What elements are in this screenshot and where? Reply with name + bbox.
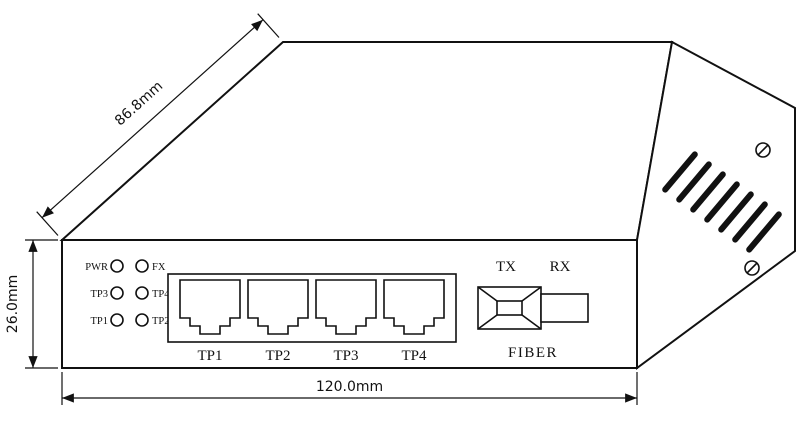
vent-slot-icon xyxy=(718,191,754,233)
witness-line xyxy=(36,211,59,236)
rj45-port-group xyxy=(167,273,457,343)
led-tp1-icon xyxy=(110,313,124,327)
vent-slot-icon xyxy=(704,181,740,223)
led-label-tp4: TP4 xyxy=(152,289,170,300)
led-label-pwr: PWR xyxy=(85,262,108,273)
chassis-top-face xyxy=(59,41,674,241)
vent-slots xyxy=(662,151,782,253)
led-label-tp1: TP1 xyxy=(90,316,108,327)
led-tp3-icon xyxy=(110,286,124,300)
fiber-connector: TX RX FIBER xyxy=(477,259,589,361)
rj45-port-2 xyxy=(247,279,309,335)
witness-line xyxy=(257,13,280,38)
screw-head-icon xyxy=(744,260,760,276)
port-label-tp2: TP2 xyxy=(265,348,290,364)
rj45-port-1 xyxy=(179,279,241,335)
dimension-height xyxy=(25,239,58,369)
dimension-height-label: 26.0mm xyxy=(5,275,21,333)
rj45-port-3 xyxy=(315,279,377,335)
led-tp4-icon xyxy=(135,286,149,300)
led-tp2-icon xyxy=(135,313,149,327)
dimension-depth-label: 86.8mm xyxy=(112,78,166,129)
port-label-tp4: TP4 xyxy=(401,348,427,364)
vent-slot-icon xyxy=(676,161,712,203)
fiber-tx-port-inner xyxy=(496,300,523,316)
dimension-depth xyxy=(36,13,280,236)
port-label-tp1: TP1 xyxy=(197,348,222,364)
vent-slot-icon xyxy=(746,211,782,253)
port-label-tp3: TP3 xyxy=(333,348,358,364)
led-pwr-icon xyxy=(110,259,124,273)
led-block: PWR FX TP3 TP4 TP1 TP2 xyxy=(85,259,170,327)
led-label-tp3: TP3 xyxy=(90,289,108,300)
led-label-fx: FX xyxy=(152,262,166,273)
screw-head-icon xyxy=(755,142,771,158)
dimension-width xyxy=(61,372,638,405)
fiber-caption: FIBER xyxy=(508,345,558,361)
led-fx-icon xyxy=(135,259,149,273)
rj45-port-4 xyxy=(383,279,445,335)
rj45-port-labels: TP1 TP2 TP3 TP4 xyxy=(197,348,427,364)
fiber-rx-port xyxy=(540,293,589,323)
led-label-tp2: TP2 xyxy=(152,316,170,327)
fiber-rx-label: RX xyxy=(550,259,571,275)
dimension-width-label: 120.0mm xyxy=(316,379,383,395)
vent-slot-icon xyxy=(732,201,768,243)
dimension-line xyxy=(41,19,264,219)
vent-slot-icon xyxy=(662,151,698,193)
fiber-tx-label: TX xyxy=(496,259,516,275)
vent-slot-icon xyxy=(690,171,726,213)
